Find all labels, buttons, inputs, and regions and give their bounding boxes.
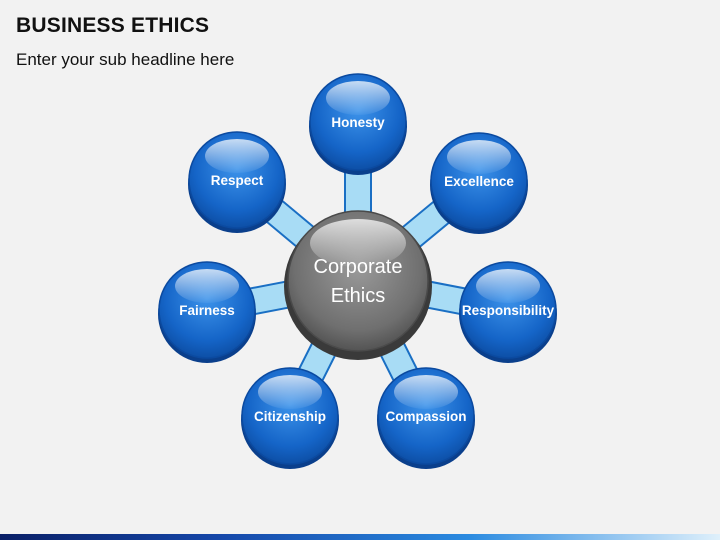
node-responsibility: Responsibility xyxy=(459,261,557,363)
node-citizenship-label: Citizenship xyxy=(254,409,326,424)
center-label-line-2: Ethics xyxy=(331,285,385,307)
center-hub: Corporate Ethics xyxy=(284,210,432,360)
center-hub-gloss xyxy=(310,219,406,267)
node-fairness-label: Fairness xyxy=(179,303,235,318)
node-fairness: Fairness xyxy=(158,261,256,363)
node-respect-label: Respect xyxy=(211,173,264,188)
node-respect-gloss xyxy=(205,139,269,173)
page-title: BUSINESS ETHICS xyxy=(16,14,210,37)
node-honesty: Honesty xyxy=(309,73,407,175)
node-citizenship: Citizenship xyxy=(241,367,339,469)
page-subtitle: Enter your sub headline here xyxy=(16,50,235,69)
node-fairness-gloss xyxy=(175,269,239,303)
node-honesty-gloss xyxy=(326,81,390,115)
node-compassion-label: Compassion xyxy=(385,409,466,424)
node-excellence-gloss xyxy=(447,140,511,174)
node-responsibility-gloss xyxy=(476,269,540,303)
node-honesty-label: Honesty xyxy=(331,115,385,130)
node-responsibility-label: Responsibility xyxy=(462,303,555,318)
node-excellence: Excellence xyxy=(430,132,528,234)
node-layer: HonestyExcellenceResponsibilityCompassio… xyxy=(158,73,557,469)
node-citizenship-gloss xyxy=(258,375,322,409)
node-respect: Respect xyxy=(188,131,286,233)
center-label-line-1: Corporate xyxy=(314,256,403,278)
footer-gradient-bar xyxy=(0,534,720,540)
node-compassion-gloss xyxy=(394,375,458,409)
node-excellence-label: Excellence xyxy=(444,174,514,189)
node-compassion: Compassion xyxy=(377,367,475,469)
